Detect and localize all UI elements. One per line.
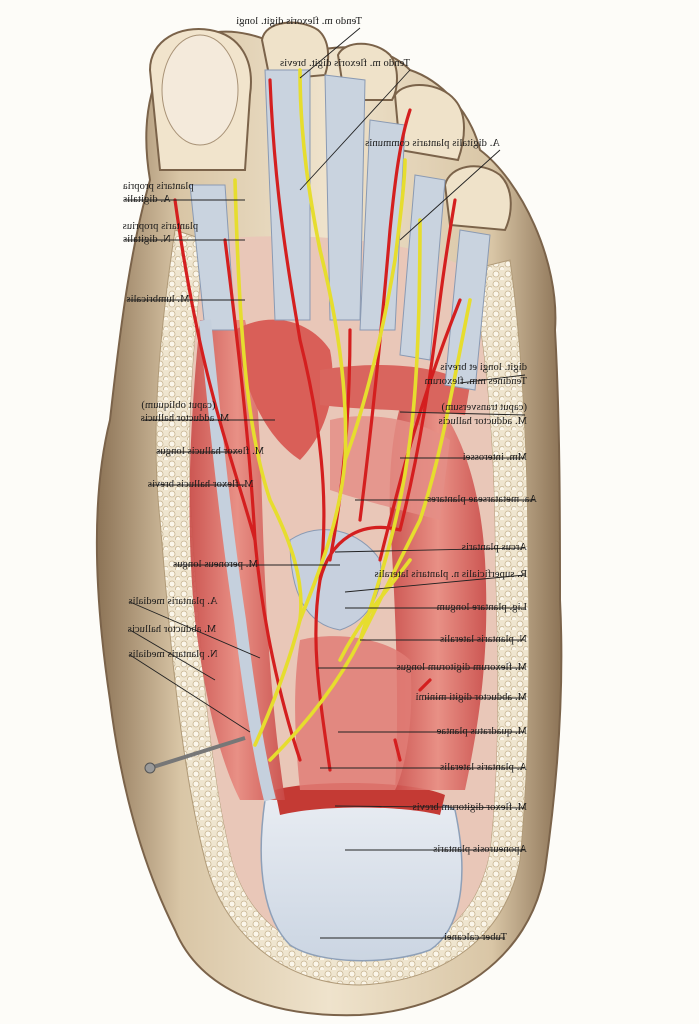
arteries [173,78,462,772]
label-lig-plantare-longum: Lig. plantare longum [436,602,527,613]
leader-lines [125,27,535,939]
probe [144,736,246,774]
label-flexor-hallucis-brevis: M. flexor hallucis brevis [148,479,254,490]
label-abductor-hallucis: M. abductor hallucis [128,624,217,635]
label-peroneus-longus: M. peroneus longus [173,559,258,570]
label-a-digitalis-propria-2: A. digitalis [123,194,171,205]
label-a-digitalis-plantaris-communis: A. digitalis plantaris communis [365,138,500,149]
label-adductor-obliquum-1: (caput obliquum) [141,400,216,411]
label-flexor-hallucis-longus: M. flexor hallucis longus [156,446,265,457]
label-mm-interossei: Mm. interossei [462,452,527,463]
aponeurosis-plantaris-shape [260,792,463,962]
nerves [233,68,472,762]
label-a-plantaris-lateralis: A. plantaris lateralis [439,762,527,773]
label-adductor-transversum-1: (caput transversum) [441,402,527,413]
label-tuber-calcanei: Tuber calcanei [443,932,507,943]
label-flexor-digitorum-brevis: M. flexor digitorum brevis [412,802,527,813]
label-adductor-obliquum-2: M. adductor hallucis [141,413,230,424]
label-a-digitalis-propria-1: plantaris propria [123,181,194,192]
label-abductor-digiti-minimi: M. abductor digiti minimi [415,692,527,703]
label-quadratus-plantae: M. quadratus plantae [436,726,527,737]
label-tendo-flexoris-brevis: Tendo m. flexoris digit. brevis [279,58,410,69]
label-adductor-transversum-2: M. adductor hallucis [438,416,527,427]
label-tendines-flexorum-2: Tendines mm. flexorum [424,376,527,387]
label-aponeurosis-plantaris: Aponeurosis plantaris [433,844,527,855]
toes [148,21,512,232]
label-n-plantaris-lateralis: N. plantaris lateralis [439,634,527,645]
adductor-obliquum-shape [235,319,333,460]
quadratus-plantae-shape [295,636,412,790]
label-flexor-digitorum-longus: M. flexorum digitorum longus [396,662,527,673]
label-m-lumbricalis: M. lumbricalis [126,294,190,305]
label-tendo-flexoris-longi: Tendo m. flexoris digit. longi [236,16,362,27]
label-n-digitalis-proprius-1: plantaris proprius [123,221,199,232]
label-a-plantaris-medialis: A. plantaris medialis [128,596,218,607]
label-tendines-flexorum-1: digit. longi et brevis [440,362,527,373]
label-arcus-plantaris: Arcus plantaris [461,542,527,553]
label-aa-metatarseae: Aa. metatarseae plantares [426,494,537,505]
label-r-superficialis: R. superficialis n. plantaris lateralis [374,569,527,580]
label-n-digitalis-proprius-2: N. digitalis [123,234,171,245]
label-n-plantaris-medialis: N. plantaris medialis [128,649,218,660]
